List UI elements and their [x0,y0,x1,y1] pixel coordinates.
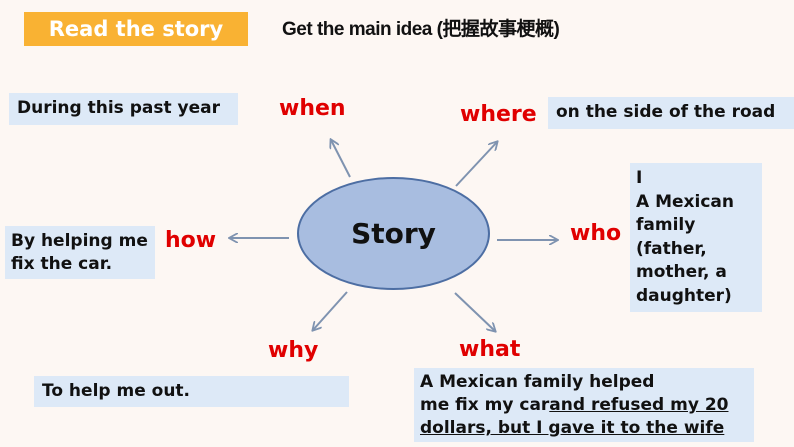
page-title: Get the main idea (把握故事梗概) [282,19,560,40]
key-what: what [459,337,521,362]
answer-who-line: family [636,215,696,235]
key-who: who [570,221,622,246]
answer-why: To help me out. [34,376,349,407]
key-where: where [460,102,537,127]
answer-why-text: To help me out. [42,381,191,401]
answer-who: I A Mexican family (father, mother, a da… [630,163,762,312]
answer-when: During this past year [9,93,238,125]
answer-what: A Mexican family helped me fix my carand… [414,368,754,442]
story-label: Story [351,217,436,250]
answer-how-line: By helping me [11,231,148,251]
arrow-where [455,142,497,187]
answer-what-line-3: dollars, but I gave it to the wife [420,418,725,438]
answer-who-line: I [636,168,643,188]
answer-who-line: A Mexican [636,191,734,212]
story-oval: Story [297,177,490,290]
answer-what-underlined: and refused my 20 [549,395,729,415]
answer-what-line-1: A Mexican family helped [420,372,655,392]
answer-when-text: During this past year [17,98,220,118]
answer-how: By helping me fix the car. [5,226,155,279]
answer-who-line: daughter) [636,285,732,306]
answer-where-text: on the side of the road [556,102,776,122]
answer-where: on the side of the road [548,97,794,129]
read-the-story-badge: Read the story [24,12,248,46]
answer-how-line: fix the car. [11,254,113,274]
key-why: why [268,338,319,363]
badge-label: Read the story [48,17,224,41]
answer-what-plain: me fix my car [420,395,550,415]
key-when: when [279,96,346,121]
answer-who-line: mother, a [636,262,727,282]
arrow-when [331,140,351,178]
arrow-what [454,292,495,331]
key-how: how [165,228,217,253]
answer-who-line: (father, [636,238,707,259]
answer-what-line-2: me fix my carand refused my 20 [420,394,748,417]
arrow-why [313,291,348,330]
